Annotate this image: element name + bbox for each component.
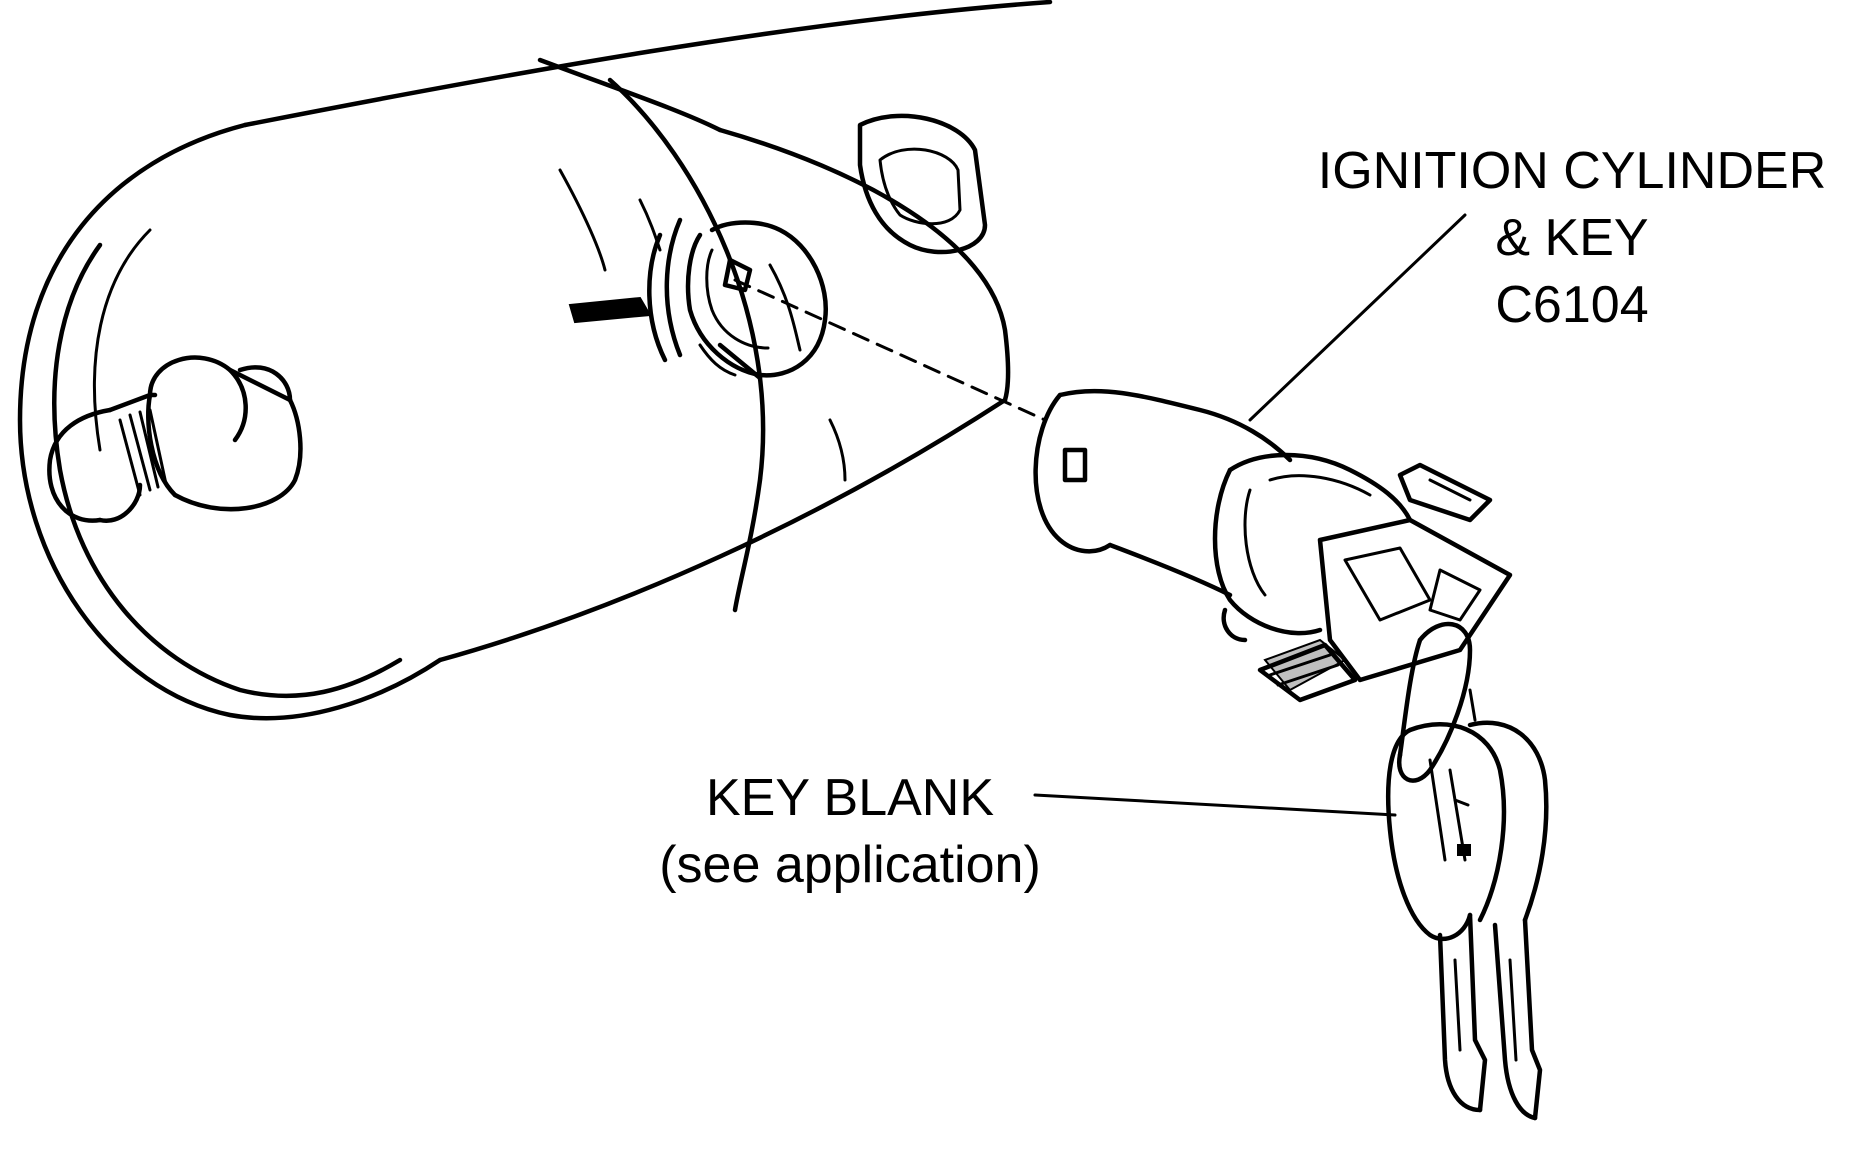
ignition-leader-line xyxy=(1248,213,1467,422)
leader-lines xyxy=(1033,213,1467,817)
key-blank-label: KEY BLANK (see application) xyxy=(630,765,1070,899)
keyblank-label-line1: KEY BLANK xyxy=(705,769,995,827)
ignition-cylinder xyxy=(1033,388,1513,703)
steering-shaft xyxy=(47,355,303,524)
insertion-guide-line xyxy=(733,278,1047,422)
steering-column-housing xyxy=(17,0,1053,721)
keyblank-label-line2: (see application) xyxy=(659,836,1041,894)
ignition-label-line2: & KEY xyxy=(1495,209,1649,267)
ignition-cylinder-label: IGNITION CYLINDER & KEY C6104 xyxy=(1282,138,1862,339)
ignition-label-line1: IGNITION CYLINDER xyxy=(1317,142,1827,200)
ignition-part-number: C6104 xyxy=(1495,276,1649,334)
keyblank-leader-line xyxy=(1033,793,1397,817)
key-ring xyxy=(1396,621,1477,783)
keys xyxy=(1385,720,1549,1121)
lock-bore xyxy=(568,217,829,381)
